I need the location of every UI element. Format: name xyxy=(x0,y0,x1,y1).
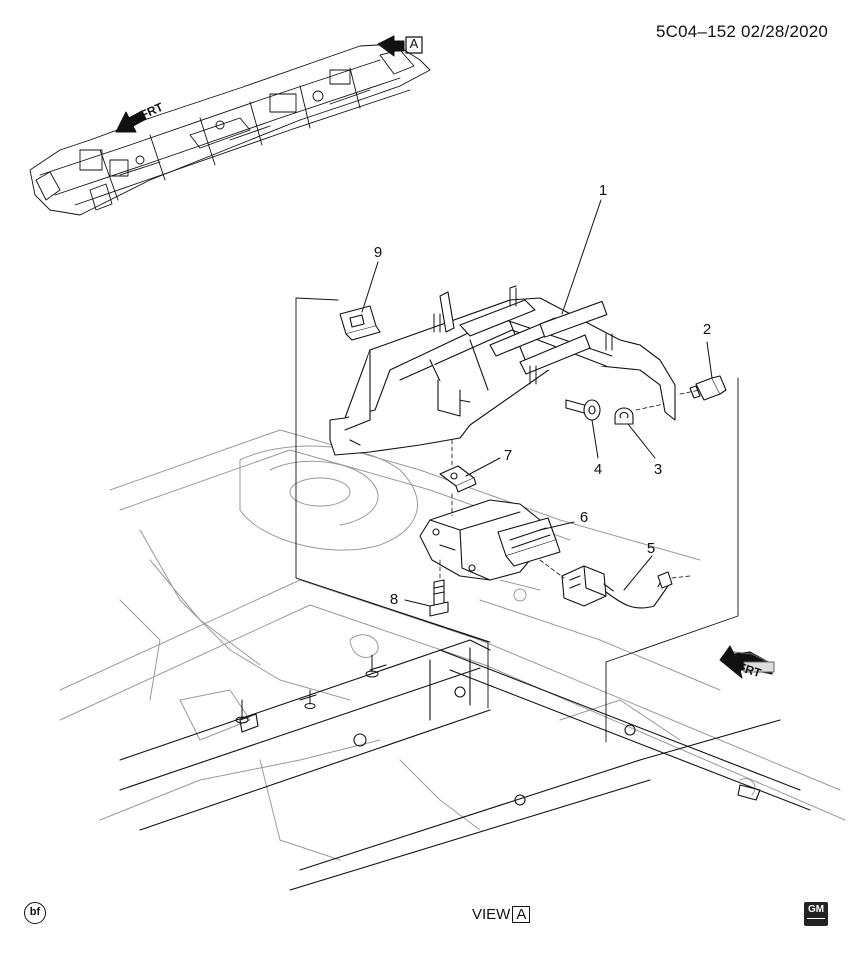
view-caption-text: VIEW xyxy=(472,906,511,923)
callout-6: 6 xyxy=(579,509,589,526)
gm-logo: GM xyxy=(804,902,828,926)
view-caption-marker: A xyxy=(512,906,531,923)
frame-studs xyxy=(235,654,379,724)
bracket-studs xyxy=(433,285,613,385)
callout-2: 2 xyxy=(702,321,712,338)
callout-leaders xyxy=(361,199,713,607)
view-marker-overview: A xyxy=(409,36,419,51)
frt-arrow-main xyxy=(719,645,775,679)
part-7-clip xyxy=(439,465,477,493)
view-a-arrow xyxy=(377,35,423,57)
callout-5: 5 xyxy=(646,540,656,557)
gm-logo-text: GM xyxy=(807,904,825,915)
part-4-bolt xyxy=(565,399,601,421)
bf-badge: bf xyxy=(24,902,46,924)
part-8-bolt xyxy=(429,579,449,617)
callout-4: 4 xyxy=(593,461,603,478)
part-5-harness xyxy=(561,565,673,609)
callout-7: 7 xyxy=(503,447,513,464)
part-3-nut xyxy=(614,407,634,425)
frame-rails xyxy=(119,639,811,891)
callout-1: 1 xyxy=(598,182,608,199)
callout-8: 8 xyxy=(389,591,399,608)
exploded-view-box xyxy=(295,297,739,743)
chassis-background xyxy=(59,429,846,861)
frt-arrow-overview xyxy=(115,110,147,133)
callout-9: 9 xyxy=(373,244,383,261)
part-2-bolt xyxy=(689,375,727,401)
callout-3: 3 xyxy=(653,461,663,478)
frame-overview xyxy=(29,43,431,216)
part-1-bracket xyxy=(329,291,676,456)
part-6-module xyxy=(419,499,561,581)
part-9-clip xyxy=(339,305,381,341)
document-id: 5C04–152 02/28/2020 xyxy=(656,22,829,41)
